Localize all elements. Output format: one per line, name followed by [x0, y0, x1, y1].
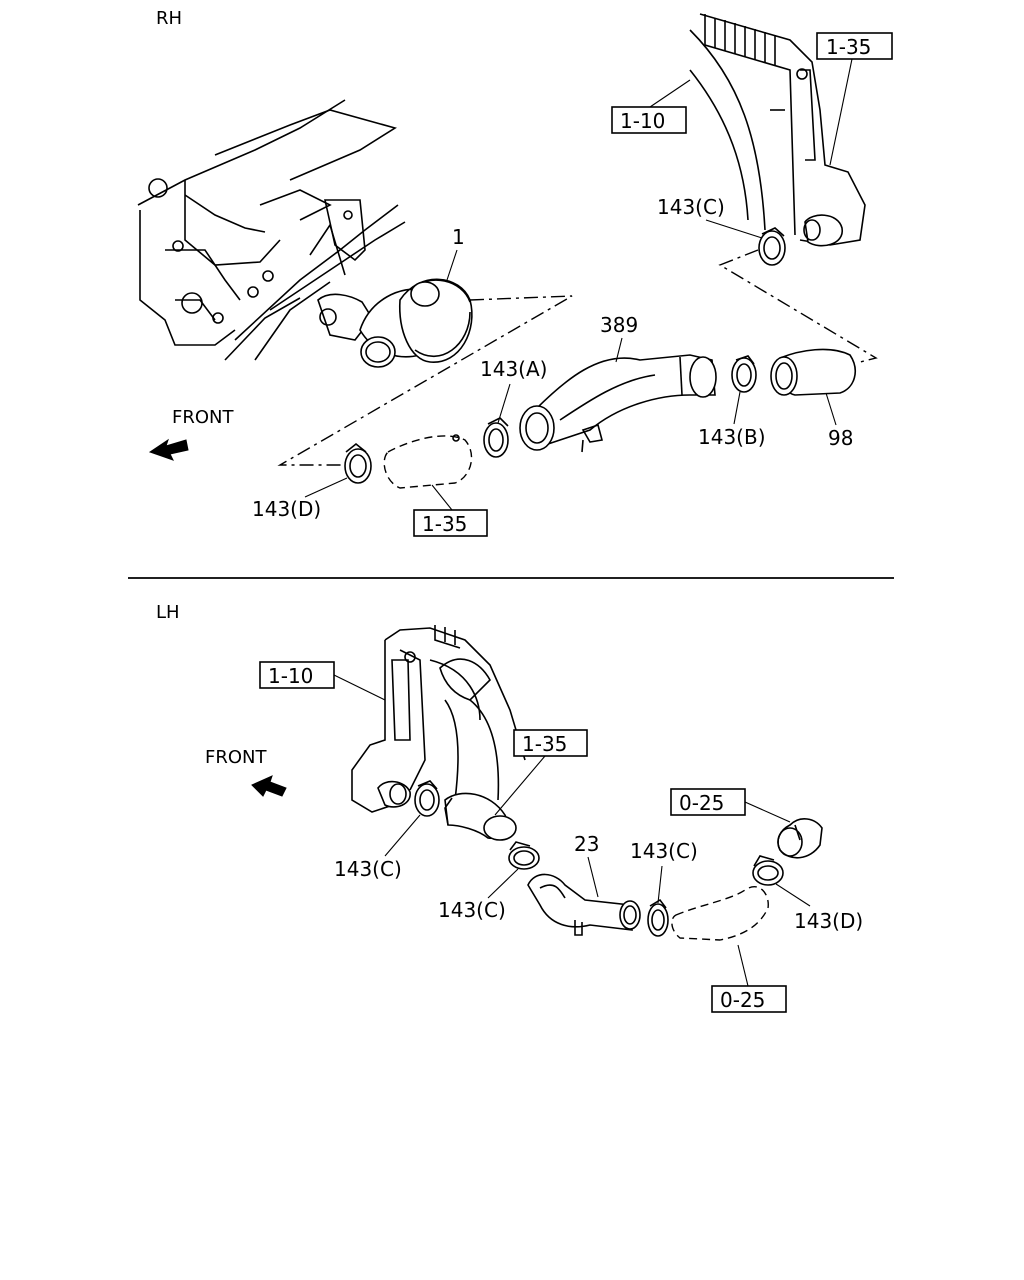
- clamp-143c-rh: [758, 227, 786, 266]
- label-143a: 143(A): [480, 357, 547, 381]
- clamp-143d-rh: [344, 442, 372, 484]
- front-arrow-lh: FRONT: [205, 747, 287, 797]
- intercooler-lh: [351, 625, 526, 813]
- arrow-icon: [148, 438, 189, 461]
- label-143d-lh: 143(D): [794, 909, 863, 933]
- front-label-rh: FRONT: [172, 407, 234, 428]
- ref-1-10-lh: 1-10: [268, 664, 313, 688]
- clamp-143c-lh-left: [414, 780, 440, 817]
- alignment-lines-rh: [277, 249, 878, 466]
- ref-0-25-lh-top: 0-25: [679, 791, 724, 815]
- ref-box-1-35-lh: [513, 729, 588, 757]
- section-label-lh: LH: [156, 602, 180, 623]
- label-143c-lh-left: 143(C): [334, 857, 402, 881]
- ref-0-25-lh-bottom: 0-25: [720, 988, 765, 1012]
- ref-1-35-rh-bottom: 1-35: [422, 512, 467, 536]
- hose-ref-0-25-lh-top: [777, 818, 823, 859]
- clamp-143c-lh-mid: [508, 841, 540, 870]
- hose-ref-1-35-rh: [383, 434, 473, 489]
- section-label-rh: RH: [156, 8, 182, 29]
- turbo-outlet-part-1: [317, 278, 473, 368]
- label-143b: 143(B): [698, 425, 766, 449]
- ref-1-10-rh: 1-10: [620, 109, 665, 133]
- front-label-lh: FRONT: [205, 747, 267, 768]
- ref-box-1-35-rh-top: [816, 32, 893, 60]
- label-part-98: 98: [828, 426, 853, 450]
- front-arrow-rh: FRONT: [148, 407, 234, 461]
- label-part-23: 23: [574, 832, 599, 856]
- ref-box-1-10-rh: [611, 106, 687, 134]
- hose-ref-1-35-lh: [444, 792, 517, 841]
- ref-box-0-25-lh-bottom: [711, 985, 787, 1013]
- ref-box-1-35-rh-bottom: [413, 509, 488, 537]
- hose-ref-0-25-lh-bottom: [671, 886, 769, 941]
- ref-1-35-rh-top: 1-35: [826, 35, 871, 59]
- clamp-143d-lh: [752, 855, 784, 886]
- label-part-1: 1: [452, 225, 465, 249]
- label-part-389: 389: [600, 313, 638, 337]
- ref-box-1-10-lh: [259, 661, 335, 689]
- pipe-part-389: [519, 354, 717, 453]
- label-143c-lh-right: 143(C): [630, 839, 698, 863]
- pipe-part-23: [527, 873, 641, 936]
- clamp-143a: [483, 417, 509, 458]
- engine-block: [137, 99, 406, 361]
- hose-part-98: [770, 348, 856, 396]
- clamp-143c-lh-right: [647, 898, 669, 937]
- clamp-143b: [731, 355, 757, 393]
- label-143d-rh: 143(D): [252, 497, 321, 521]
- arrow-icon: [251, 775, 287, 797]
- label-143c-lh-mid: 143(C): [438, 898, 506, 922]
- ref-1-35-lh: 1-35: [522, 732, 567, 756]
- label-143c-rh: 143(C): [657, 195, 725, 219]
- intercooler-rh: [689, 13, 866, 247]
